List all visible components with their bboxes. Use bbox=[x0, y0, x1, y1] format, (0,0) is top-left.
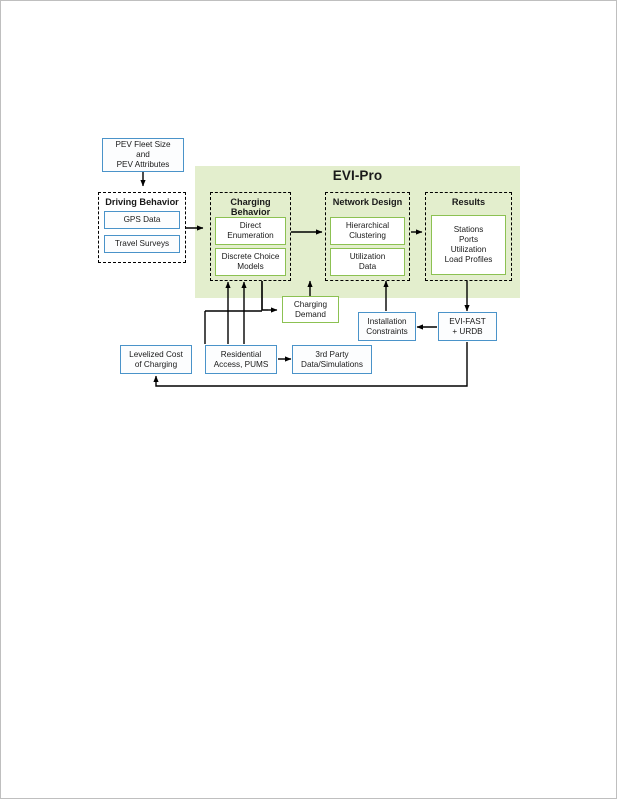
charging-demand-line1: Charging bbox=[293, 299, 328, 309]
group-charging-behavior: Charging Behavior bbox=[210, 192, 291, 281]
pev-fleet-line1: PEV Fleet Size bbox=[115, 140, 171, 149]
group-title-charging-behavior: Charging Behavior bbox=[230, 197, 271, 217]
node-direct-enumeration[interactable]: Direct Enumeration bbox=[215, 217, 286, 245]
group-driving-behavior: Driving Behavior bbox=[98, 192, 186, 263]
levelized-cost-line1: Levelized Cost bbox=[129, 349, 183, 359]
installation-constraints-line2: Constraints bbox=[366, 326, 408, 336]
hierarchical-clustering-line1: Hierarchical bbox=[345, 221, 390, 230]
node-levelized-cost-of-charging[interactable]: Levelized Cost of Charging bbox=[120, 345, 192, 374]
results-line2: Ports bbox=[458, 235, 479, 244]
group-title-driving-behavior: Driving Behavior bbox=[105, 197, 179, 207]
utilization-data-line2: Data bbox=[358, 262, 377, 271]
levelized-cost-line2: of Charging bbox=[134, 359, 178, 369]
results-line4: Load Profiles bbox=[444, 255, 493, 264]
charging-demand-line2: Demand bbox=[295, 309, 326, 319]
results-line3: Utilization bbox=[450, 245, 487, 254]
node-utilization-data[interactable]: Utilization Data bbox=[330, 248, 405, 276]
node-charging-demand[interactable]: Charging Demand bbox=[282, 296, 339, 323]
third-party-line2: Data/Simulations bbox=[301, 359, 363, 369]
node-hierarchical-clustering[interactable]: Hierarchical Clustering bbox=[330, 217, 405, 245]
pev-fleet-line3: PEV Attributes bbox=[116, 160, 170, 169]
node-gps-data[interactable]: GPS Data bbox=[104, 211, 180, 229]
node-pev-fleet-size[interactable]: PEV Fleet Size and PEV Attributes bbox=[102, 138, 184, 172]
node-third-party-data-simulations[interactable]: 3rd Party Data/Simulations bbox=[292, 345, 372, 374]
node-results-list[interactable]: Stations Ports Utilization Load Profiles bbox=[431, 215, 506, 275]
residential-access-line1: Residential bbox=[220, 349, 262, 359]
discrete-choice-line1: Discrete Choice bbox=[221, 252, 280, 261]
direct-enumeration-line2: Enumeration bbox=[227, 231, 274, 240]
node-travel-surveys[interactable]: Travel Surveys bbox=[104, 235, 180, 253]
node-discrete-choice-models[interactable]: Discrete Choice Models bbox=[215, 248, 286, 276]
node-installation-constraints[interactable]: Installation Constraints bbox=[358, 312, 416, 341]
evi-pro-title: EVI-Pro bbox=[332, 168, 383, 183]
utilization-data-line1: Utilization bbox=[349, 252, 386, 261]
evi-fast-line1: EVI-FAST bbox=[449, 316, 486, 326]
group-results: Results bbox=[425, 192, 512, 281]
residential-access-line2: Access, PUMS bbox=[213, 359, 269, 369]
travel-surveys-label: Travel Surveys bbox=[114, 239, 170, 248]
group-title-results: Results bbox=[451, 197, 486, 207]
third-party-line1: 3rd Party bbox=[315, 349, 349, 359]
results-line1: Stations bbox=[453, 225, 484, 234]
node-residential-access-pums[interactable]: Residential Access, PUMS bbox=[205, 345, 277, 374]
hierarchical-clustering-line2: Clustering bbox=[349, 231, 386, 240]
installation-constraints-line1: Installation bbox=[367, 316, 407, 326]
gps-data-label: GPS Data bbox=[123, 215, 161, 224]
group-network-design: Network Design bbox=[325, 192, 410, 281]
pev-fleet-line2: and bbox=[136, 150, 150, 159]
node-evi-fast-urdb[interactable]: EVI-FAST + URDB bbox=[438, 312, 497, 341]
group-title-network-design: Network Design bbox=[332, 197, 403, 207]
evi-fast-line2: + URDB bbox=[452, 326, 483, 336]
discrete-choice-line2: Models bbox=[237, 262, 264, 271]
direct-enumeration-line1: Direct bbox=[239, 221, 262, 230]
